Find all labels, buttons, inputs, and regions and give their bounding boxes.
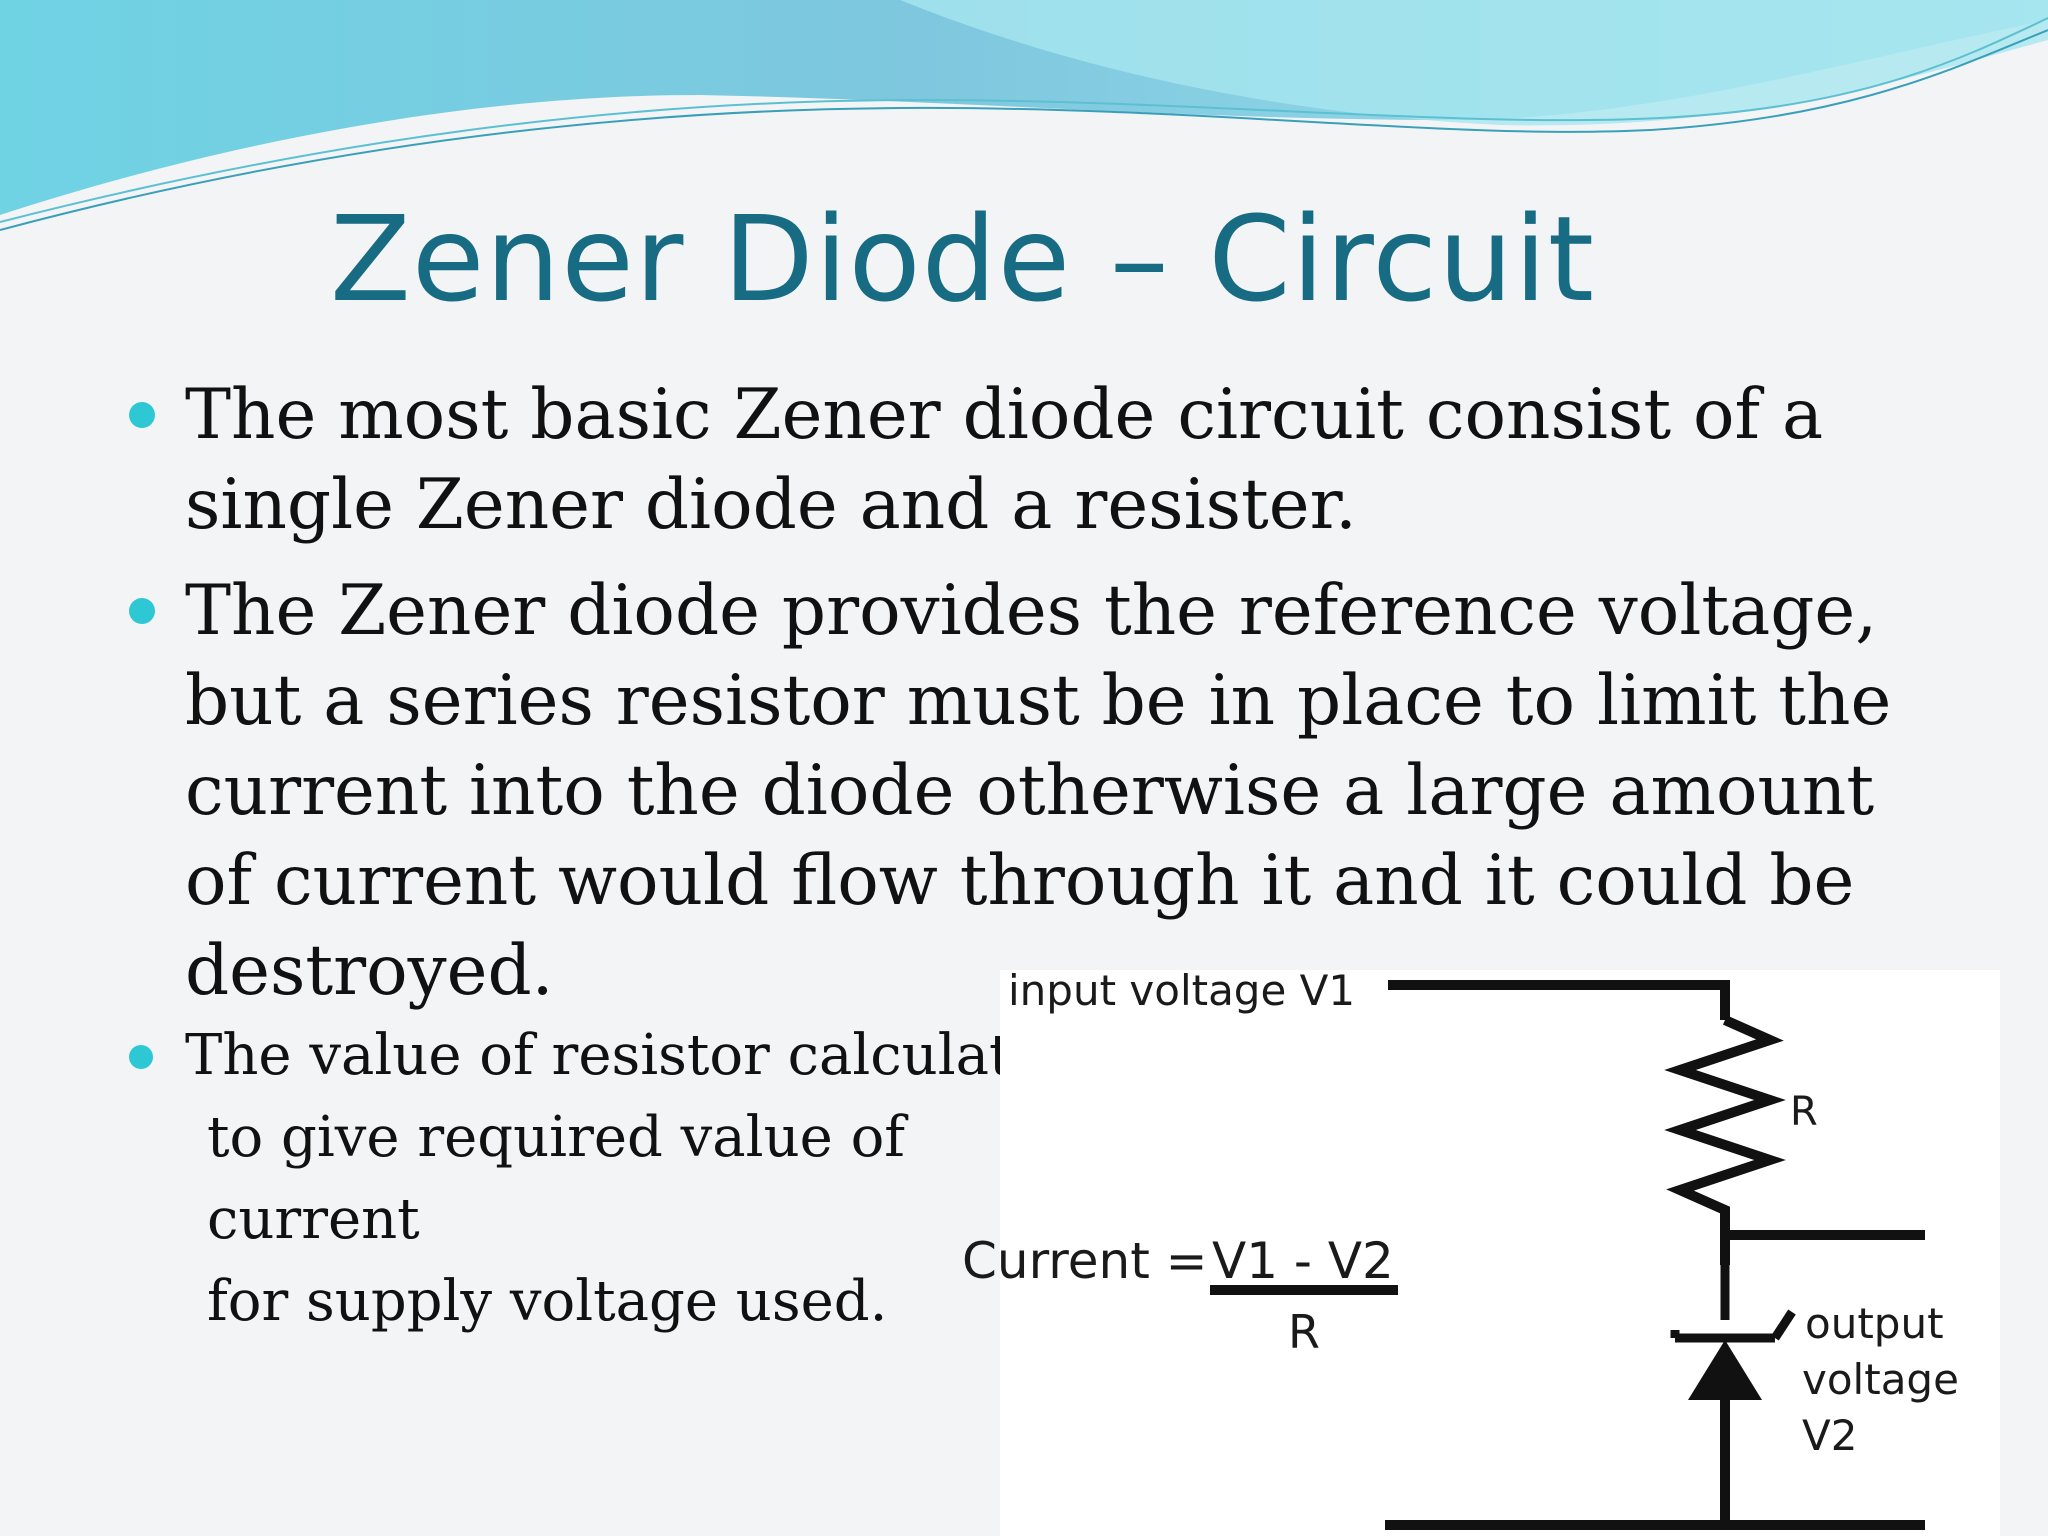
zener-circuit-diagram: input voltage V1 R Current = V1 - V2 R o…: [962, 966, 1959, 1530]
bullet-text-line: The value of resistor calculated: [185, 1023, 1081, 1088]
bullet-list: The most basic Zener diode circuit consi…: [125, 370, 1955, 1032]
diagram-background: [1000, 970, 2000, 1536]
output-wire: [1720, 1225, 1925, 1265]
zener-diode-triangle: [1688, 1340, 1762, 1400]
zener-diode-icon: [1670, 1265, 1796, 1343]
bullet-dot-icon: [129, 1045, 153, 1069]
bullet-item: The Zener diode provides the reference v…: [125, 566, 1955, 1016]
formula-numerator: V1 - V2: [1212, 1232, 1394, 1290]
bullet-text-line: to give required value of current: [207, 1105, 906, 1252]
input-voltage-label: input voltage V1: [1008, 966, 1355, 1015]
header-wave-decoration: [0, 0, 2048, 231]
bullet-item: The most basic Zener diode circuit consi…: [125, 370, 1955, 550]
bullet-item-small: The value of resistor calculated to give…: [125, 1015, 1085, 1343]
formula-denominator: R: [1288, 1305, 1320, 1359]
resistor-label: R: [1790, 1089, 1818, 1135]
output-label: voltage: [1802, 1355, 1959, 1404]
bullet-text-line: for supply voltage used.: [207, 1269, 888, 1334]
bullet-dot-icon: [129, 402, 155, 428]
resistor-icon: [1664, 1015, 1786, 1225]
input-wire: [1388, 980, 1730, 1020]
output-label: V2: [1802, 1411, 1857, 1460]
bullet-text: The most basic Zener diode circuit consi…: [185, 375, 1824, 545]
output-label: output: [1805, 1299, 1944, 1348]
slide-title: Zener Diode – Circuit: [330, 190, 1596, 328]
formula-lhs: Current =: [962, 1232, 1208, 1290]
bullet-text: The Zener diode provides the reference v…: [185, 571, 1892, 1011]
bullet-dot-icon: [129, 598, 155, 624]
ground-wire: [1385, 1400, 1925, 1530]
